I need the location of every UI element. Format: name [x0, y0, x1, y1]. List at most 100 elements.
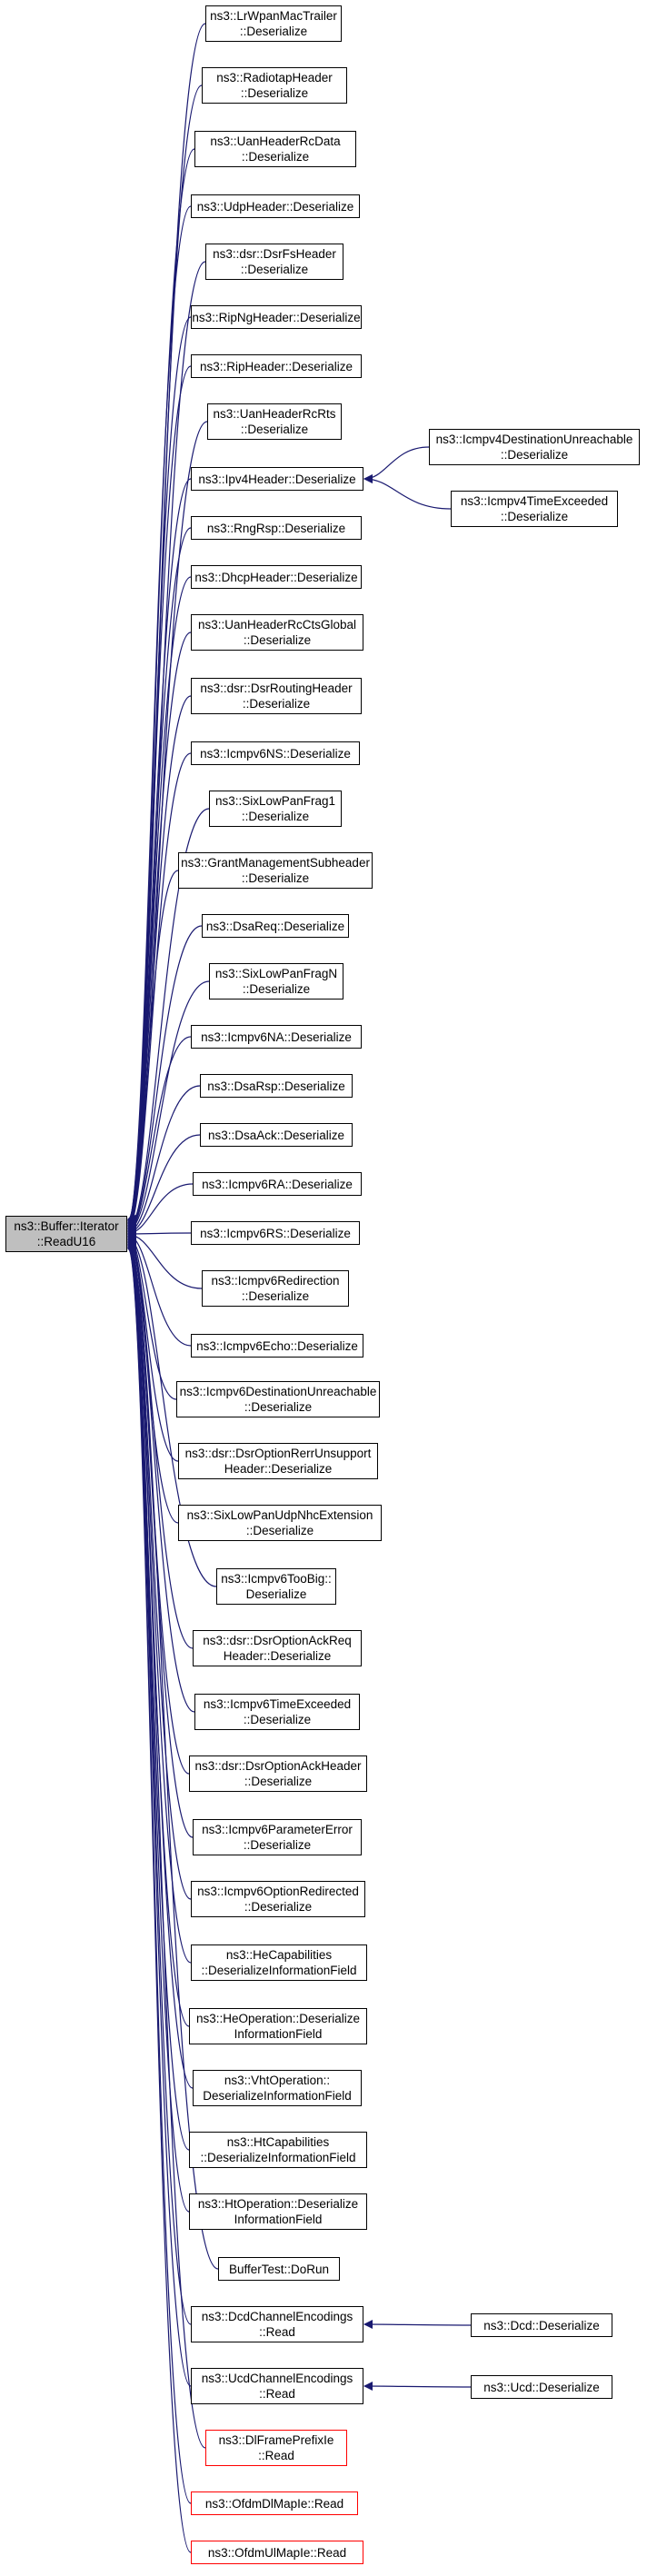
caller-node-label: ns3::HeCapabilities ::DeserializeInforma…: [201, 1948, 357, 1977]
caller-node[interactable]: ns3::DhcpHeader::Deserialize: [191, 565, 362, 589]
caller-node-label: ns3::dsr::DsrRoutingHeader ::Deserialize: [200, 681, 353, 711]
caller-node[interactable]: ns3::GrantManagementSubheader ::Deserial…: [178, 852, 373, 889]
caller-node[interactable]: ns3::dsr::DsrOptionAckReq Header::Deseri…: [193, 1630, 362, 1666]
caller-node-label: ns3::DcdChannelEncodings ::Read: [201, 2310, 353, 2339]
caller-node[interactable]: ns3::Ipv4Header::Deserialize: [191, 467, 363, 491]
caller-node-label: ns3::Icmpv4DestinationUnreachable ::Dese…: [435, 433, 633, 462]
caller-node-label: ns3::Dcd::Deserialize: [483, 2318, 600, 2332]
call-edge: [127, 1243, 206, 2449]
caller-node[interactable]: ns3::Icmpv6NA::Deserialize: [191, 1025, 362, 1049]
second-level-caller-node[interactable]: ns3::Icmpv4TimeExceeded ::Deserialize: [451, 491, 618, 527]
caller-node-label: ns3::SixLowPanUdpNhcExtension ::Deserial…: [186, 1508, 373, 1537]
caller-node[interactable]: ns3::UcdChannelEncodings ::Read: [191, 2368, 363, 2404]
caller-node[interactable]: ns3::DsaRsp::Deserialize: [200, 1074, 353, 1098]
caller-node[interactable]: ns3::Icmpv6Redirection ::Deserialize: [202, 1270, 349, 1307]
caller-node[interactable]: ns3::UanHeaderRcData ::Deserialize: [194, 131, 356, 167]
caller-node[interactable]: ns3::SixLowPanFrag1 ::Deserialize: [209, 791, 342, 827]
call-edges: [127, 23, 472, 2553]
call-edge: [127, 1085, 201, 1237]
caller-node-label: ns3::DlFramePrefixIe ::Read: [218, 2433, 334, 2462]
caller-node-label: ns3::dsr::DsrOptionAckHeader ::Deseriali…: [194, 1759, 362, 1788]
caller-node-label: ns3::dsr::DsrOptionAckReq Header::Deseri…: [203, 1634, 352, 1663]
call-edge: [127, 870, 179, 1234]
call-edge: [127, 205, 192, 1226]
caller-node-label: ns3::Icmpv6DestinationUnreachable ::Dese…: [179, 1385, 377, 1414]
caller-node-label: ns3::SixLowPanFragN ::Deserialize: [214, 967, 338, 996]
caller-node[interactable]: ns3::HtOperation::Deserialize Informatio…: [189, 2193, 367, 2230]
caller-node-label: ns3::Icmpv6Redirection ::Deserialize: [211, 1274, 340, 1303]
caller-node[interactable]: ns3::LrWpanMacTrailer ::Deserialize: [205, 5, 342, 42]
caller-node[interactable]: ns3::VhtOperation:: DeserializeInformati…: [193, 2070, 362, 2106]
second-level-caller-node[interactable]: ns3::Icmpv4DestinationUnreachable ::Dese…: [429, 429, 640, 465]
caller-node[interactable]: ns3::dsr::DsrFsHeader ::Deserialize: [205, 244, 343, 280]
caller-node[interactable]: ns3::HtCapabilities ::DeserializeInforma…: [189, 2132, 367, 2168]
caller-node-label: ns3::Icmpv6TimeExceeded ::Deserialize: [203, 1697, 352, 1726]
caller-node-undocumented[interactable]: ns3::DlFramePrefixIe ::Read: [205, 2430, 347, 2466]
caller-node-label: ns3::UanHeaderRcCtsGlobal ::Deserialize: [197, 618, 357, 647]
call-edge: [363, 2382, 472, 2392]
caller-node[interactable]: ns3::Icmpv6RS::Deserialize: [191, 1221, 360, 1245]
caller-node[interactable]: ns3::dsr::DsrRoutingHeader ::Deserialize: [191, 678, 362, 714]
call-edge: [127, 1036, 192, 1236]
caller-node[interactable]: ns3::Icmpv6TooBig:: Deserialize: [216, 1568, 336, 1605]
caller-node-label: ns3::Icmpv4TimeExceeded ::Deserialize: [460, 494, 609, 523]
call-edge: [363, 474, 452, 510]
caller-node-label: ns3::HtCapabilities ::DeserializeInforma…: [200, 2135, 356, 2164]
caller-node-label: ns3::Icmpv6RS::Deserialize: [200, 1226, 351, 1240]
caller-node[interactable]: BufferTest::DoRun: [218, 2257, 340, 2281]
caller-node[interactable]: ns3::UanHeaderRcRts ::Deserialize: [207, 403, 342, 440]
caller-node-label: ns3::OfdmUlMapIe::Read: [207, 2545, 347, 2560]
call-edge: [127, 1235, 195, 1713]
caller-node[interactable]: ns3::HeCapabilities ::DeserializeInforma…: [191, 1944, 367, 1981]
caller-node[interactable]: ns3::UanHeaderRcCtsGlobal ::Deserialize: [191, 614, 363, 651]
caller-node-label: ns3::OfdmDlMapIe::Read: [204, 2496, 344, 2511]
caller-node[interactable]: ns3::Icmpv6Echo::Deserialize: [191, 1334, 363, 1358]
caller-node-label: ns3::dsr::DsrOptionRerrUnsupport Header:…: [184, 1447, 372, 1476]
call-edge: [127, 1233, 217, 1587]
call-edge: [127, 1134, 201, 1238]
caller-node[interactable]: ns3::RngRsp::Deserialize: [191, 516, 362, 540]
caller-node[interactable]: ns3::Icmpv6OptionRedirected ::Deserializ…: [191, 1881, 365, 1917]
caller-node-label: ns3::Icmpv6TooBig:: Deserialize: [221, 1572, 332, 1601]
call-edge: [363, 446, 430, 483]
caller-node[interactable]: ns3::Icmpv6DestinationUnreachable ::Dese…: [176, 1381, 380, 1417]
caller-node-label: ns3::DhcpHeader::Deserialize: [194, 570, 358, 584]
caller-node[interactable]: ns3::Icmpv6RA::Deserialize: [193, 1172, 362, 1196]
caller-node-label: ns3::RngRsp::Deserialize: [206, 521, 346, 535]
call-edge: [127, 980, 210, 1236]
caller-node-label: ns3::RipNgHeader::Deserialize: [192, 310, 361, 324]
call-edge: [363, 2320, 472, 2330]
caller-node[interactable]: ns3::Icmpv6NS::Deserialize: [191, 741, 360, 765]
caller-node[interactable]: ns3::DcdChannelEncodings ::Read: [191, 2306, 363, 2342]
caller-node[interactable]: ns3::DsaReq::Deserialize: [202, 914, 349, 938]
call-edge: [127, 1245, 192, 2553]
caller-node[interactable]: ns3::dsr::DsrOptionRerrUnsupport Header:…: [178, 1443, 378, 1479]
caller-node-label: ns3::Icmpv6NA::Deserialize: [201, 1029, 352, 1044]
caller-node[interactable]: ns3::SixLowPanFragN ::Deserialize: [209, 963, 343, 1000]
caller-node[interactable]: ns3::Icmpv6ParameterError ::Deserialize: [193, 1819, 362, 1855]
call-edge: [127, 365, 192, 1228]
caller-node-label: ns3::SixLowPanFrag1 ::Deserialize: [214, 794, 336, 823]
caller-node[interactable]: ns3::DsaAck::Deserialize: [200, 1123, 353, 1147]
caller-node-label: ns3::Icmpv6NS::Deserialize: [200, 746, 351, 761]
caller-node-label: ns3::Icmpv6Echo::Deserialize: [196, 1338, 358, 1353]
caller-node[interactable]: ns3::HeOperation::Deserialize Informatio…: [189, 2008, 367, 2044]
caller-node-label: ns3::UcdChannelEncodings ::Read: [201, 2372, 353, 2401]
second-level-caller-node[interactable]: ns3::Dcd::Deserialize: [471, 2313, 612, 2337]
caller-node-label: ns3::RipHeader::Deserialize: [199, 359, 353, 373]
caller-node[interactable]: ns3::RipHeader::Deserialize: [191, 354, 362, 378]
caller-node-label: ns3::DsaReq::Deserialize: [205, 919, 345, 933]
caller-node-undocumented[interactable]: ns3::OfdmUlMapIe::Read: [191, 2541, 363, 2564]
caller-node[interactable]: ns3::Icmpv6TimeExceeded ::Deserialize: [194, 1694, 360, 1730]
caller-node-undocumented[interactable]: ns3::OfdmDlMapIe::Read: [191, 2491, 358, 2515]
caller-node-label: ns3::RadiotapHeader ::Deserialize: [216, 71, 333, 100]
caller-node[interactable]: ns3::UdpHeader::Deserialize: [191, 194, 360, 218]
caller-node[interactable]: ns3::SixLowPanUdpNhcExtension ::Deserial…: [178, 1505, 382, 1541]
caller-node[interactable]: ns3::RipNgHeader::Deserialize: [191, 305, 362, 329]
caller-node[interactable]: ns3::dsr::DsrOptionAckHeader ::Deseriali…: [189, 1755, 367, 1792]
caller-node-label: ns3::HtOperation::Deserialize Informatio…: [197, 2197, 359, 2226]
second-level-caller-node[interactable]: ns3::Ucd::Deserialize: [471, 2375, 612, 2399]
caller-node[interactable]: ns3::RadiotapHeader ::Deserialize: [202, 67, 347, 104]
root-node-buffer-iterator-readu16: ns3::Buffer::Iterator ::ReadU16: [5, 1216, 127, 1252]
